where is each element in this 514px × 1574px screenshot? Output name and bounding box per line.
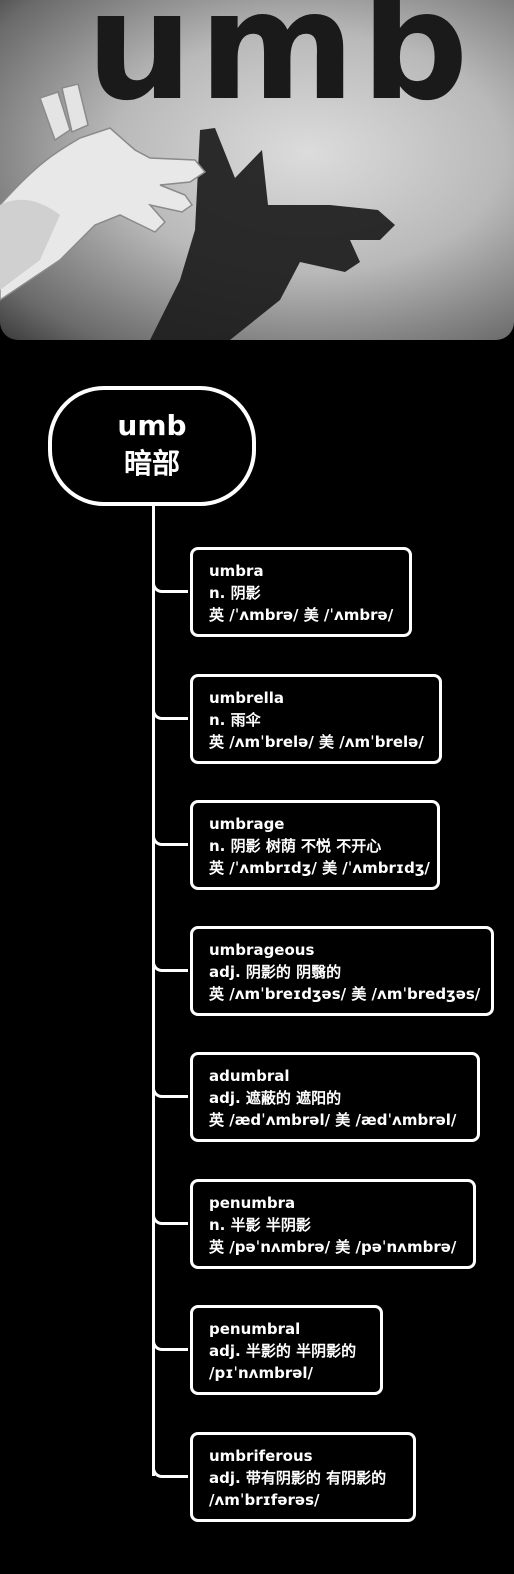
tree-trunk-line: [152, 506, 155, 1476]
card-word: umbrageous: [209, 941, 315, 959]
word-card-umbra: umbra n. 阴影 英 /ˈʌmbrə/ 美 /ˈʌmbrə/: [190, 547, 412, 637]
branch-connector: [152, 1454, 188, 1478]
branch-connector: [152, 822, 188, 846]
card-definition: adj. 阴影的 阴翳的: [209, 963, 342, 981]
branch-connector: [152, 696, 188, 720]
word-card-umbrageous: umbrageous adj. 阴影的 阴翳的 英 /ʌmˈbreɪdʒəs/ …: [190, 926, 494, 1016]
word-card-penumbral: penumbral adj. 半影的 半阴影的 /pɪˈnʌmbrəl/: [190, 1305, 383, 1395]
word-card-penumbra: penumbra n. 半影 半阴影 英 /pəˈnʌmbrə/ 美 /pəˈn…: [190, 1179, 476, 1269]
hero-image: umb: [0, 0, 514, 340]
card-word: penumbra: [209, 1194, 296, 1212]
card-word: adumbral: [209, 1067, 290, 1085]
card-pronunciation: 英 /ædˈʌmbrəl/ 美 /ædˈʌmbrəl/: [209, 1111, 457, 1129]
card-definition: adj. 带有阴影的 有阴影的: [209, 1469, 387, 1487]
word-card-umbrage: umbrage n. 阴影 树荫 不悦 不开心 英 /ˈʌmbrɪdʒ/ 美 /…: [190, 800, 440, 890]
branch-connector: [152, 948, 188, 972]
card-pronunciation: 英 /ʌmˈbrelə/ 美 /ʌmˈbrelə/: [209, 733, 424, 751]
card-definition: adj. 半影的 半阴影的: [209, 1342, 357, 1360]
card-definition: n. 半影 半阴影: [209, 1216, 311, 1234]
card-word: penumbral: [209, 1320, 301, 1338]
card-definition: n. 雨伞: [209, 711, 261, 729]
card-pronunciation: /ʌmˈbrɪfərəs/: [209, 1491, 320, 1509]
card-word: umbrage: [209, 815, 285, 833]
word-card-umbriferous: umbriferous adj. 带有阴影的 有阴影的 /ʌmˈbrɪfərəs…: [190, 1432, 416, 1522]
hand-shadow-illustration: [0, 83, 395, 340]
card-pronunciation: 英 /ʌmˈbreɪdʒəs/ 美 /ʌmˈbredʒəs/: [209, 985, 481, 1003]
branch-connector: [152, 1074, 188, 1098]
branch-connector: [152, 1327, 188, 1351]
card-pronunciation: 英 /ˈʌmbrə/ 美 /ˈʌmbrə/: [209, 606, 394, 624]
card-definition: adj. 遮蔽的 遮阳的: [209, 1089, 342, 1107]
card-word: umbriferous: [209, 1447, 313, 1465]
branch-connector: [152, 1201, 188, 1225]
word-card-adumbral: adumbral adj. 遮蔽的 遮阳的 英 /ædˈʌmbrəl/ 美 /æ…: [190, 1052, 480, 1142]
card-pronunciation: 英 /ˈʌmbrɪdʒ/ 美 /ˈʌmbrɪdʒ/: [209, 859, 430, 877]
card-pronunciation: 英 /pəˈnʌmbrə/ 美 /pəˈnʌmbrə/: [209, 1238, 457, 1256]
root-word: umb: [117, 409, 187, 442]
branch-connector: [152, 569, 188, 593]
root-meaning: 暗部: [123, 447, 180, 480]
word-card-umbrella: umbrella n. 雨伞 英 /ʌmˈbrelə/ 美 /ʌmˈbrelə/: [190, 674, 442, 764]
card-definition: n. 阴影 树荫 不悦 不开心: [209, 837, 382, 855]
card-word: umbrella: [209, 689, 285, 707]
hero-title: umb: [86, 0, 475, 134]
root-node: umb 暗部: [48, 386, 256, 506]
card-word: umbra: [209, 562, 264, 580]
card-definition: n. 阴影: [209, 584, 261, 602]
card-pronunciation: /pɪˈnʌmbrəl/: [209, 1364, 314, 1382]
